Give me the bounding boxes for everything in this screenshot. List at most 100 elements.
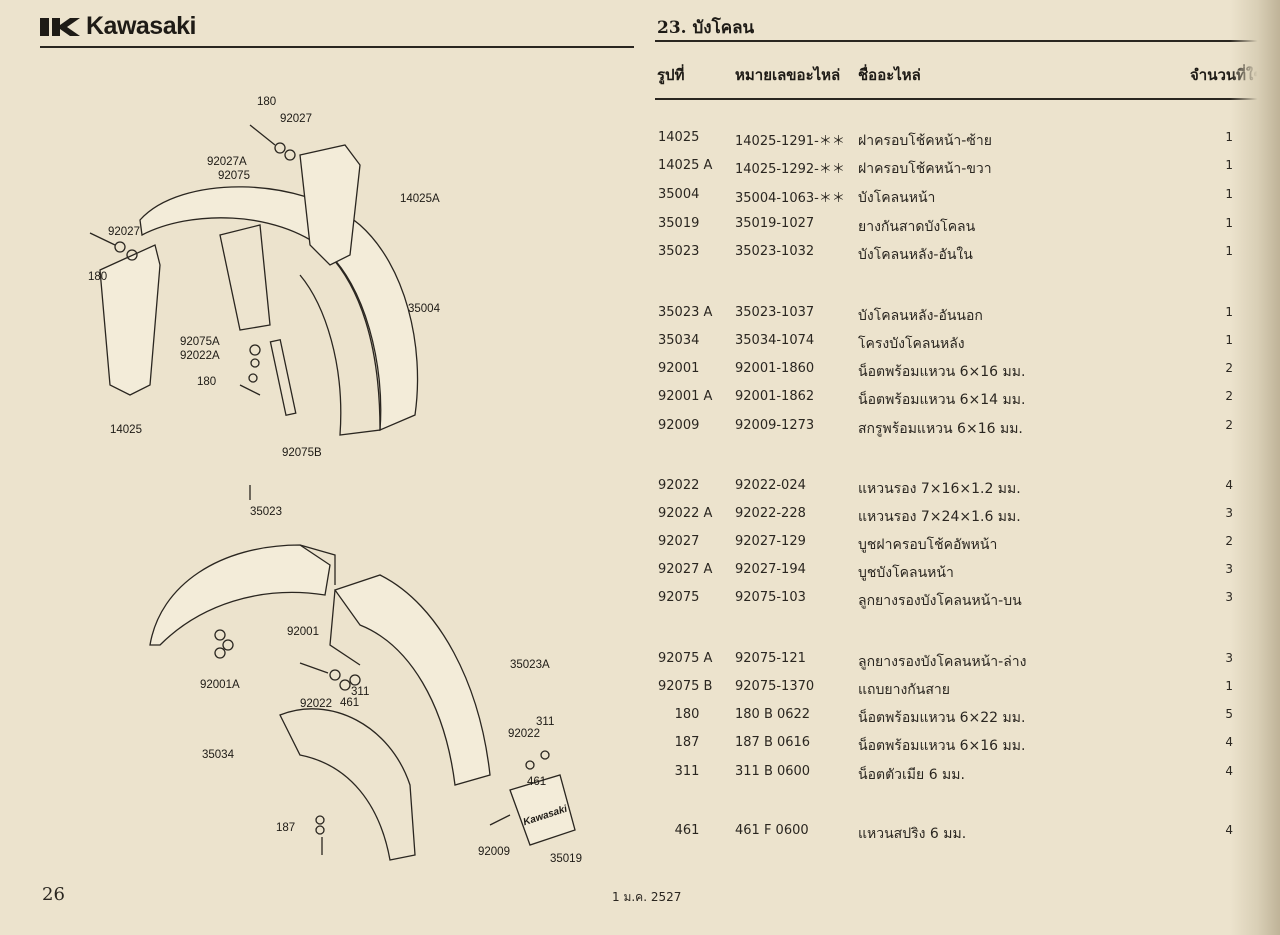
- ref-cell: 180: [674, 707, 700, 722]
- part-number-cell: 92009-1273: [735, 418, 815, 433]
- part-number-cell: 92075-1370: [735, 679, 815, 694]
- ref-cell: 92075: [658, 590, 700, 605]
- ref-cell: 35023 A: [658, 305, 713, 320]
- callout-92075A: 92075A: [180, 336, 220, 348]
- page-edge-shadow: [1230, 0, 1280, 935]
- ref-cell: 92022 A: [658, 506, 713, 521]
- callout-35023A: 35023A: [510, 659, 550, 671]
- quantity-cell: 3: [1225, 506, 1233, 520]
- quantity-cell: 1: [1225, 305, 1233, 319]
- callout-92022A: 92022A: [180, 350, 220, 362]
- callout-92001: 92001: [287, 626, 319, 638]
- ref-cell: 311: [674, 764, 700, 779]
- quantity-cell: 5: [1225, 707, 1233, 721]
- callout-92022-right: 92022: [508, 728, 540, 740]
- table-row: 92009 92009-1273 สกรูพร้อมแหวน 6×16 มม. 2: [655, 418, 1265, 440]
- part-number-cell: 187 B 0616: [735, 735, 811, 750]
- part-name-cell: บังโคลนหน้า: [858, 190, 936, 206]
- part-number-cell: 35023-1032: [735, 244, 815, 259]
- quantity-cell: 2: [1225, 418, 1233, 432]
- quantity-cell: 1: [1225, 187, 1233, 201]
- part-name-cell: น็อตพร้อมแหวน 6×16 มม.: [858, 364, 1026, 380]
- callout-92001A: 92001A: [200, 679, 240, 691]
- print-date: 1 ม.ค. 2527: [612, 890, 682, 904]
- part-number-cell: 92027-129: [735, 534, 806, 549]
- part-name-cell: แถบยางกันสาย: [858, 682, 950, 698]
- ref-cell: 92022: [658, 478, 700, 493]
- ref-cell: 187: [674, 735, 700, 750]
- part-number-cell: 14025-1292-＊＊: [735, 162, 845, 177]
- quantity-cell: 1: [1225, 216, 1233, 230]
- ref-cell: 35023: [658, 244, 700, 259]
- part-name-cell: น็อตพร้อมแหวน 6×22 มม.: [858, 710, 1026, 726]
- ref-cell: 35034: [658, 333, 700, 348]
- part-number-cell: 92027-194: [735, 562, 806, 577]
- part-name-cell: น็อตพร้อมแหวน 6×14 มม.: [858, 392, 1026, 408]
- quantity-cell: 4: [1225, 764, 1233, 778]
- callout-187: 187: [276, 822, 295, 834]
- kawasaki-logo: Kawasaki: [40, 12, 196, 41]
- part-name-cell: สกรูพร้อมแหวน 6×16 มม.: [858, 421, 1023, 437]
- ref-cell: 92075 B: [658, 679, 713, 694]
- part-number-cell: 92022-024: [735, 478, 806, 493]
- table-header-rule: [655, 98, 1265, 100]
- part-number-cell: 35004-1063-＊＊: [735, 191, 845, 206]
- callout-461: 461: [340, 697, 359, 709]
- part-number-cell: 461 F 0600: [735, 823, 809, 838]
- quantity-cell: 1: [1225, 333, 1233, 347]
- callout-180-mid: 180: [197, 376, 216, 388]
- ref-cell: 92075 A: [658, 651, 713, 666]
- ref-cell: 92001: [658, 361, 700, 376]
- part-name-cell: น็อตตัวเมีย 6 มม.: [858, 767, 965, 783]
- quantity-cell: 3: [1225, 562, 1233, 576]
- callout-92027-left: 92027: [108, 226, 140, 238]
- exploded-parts-diagram: 180 92027 92027A 92075 14025A 92027 180 …: [88, 96, 582, 865]
- callout-311-right: 311: [536, 716, 554, 728]
- part-number-cell: 92075-121: [735, 651, 806, 666]
- callout-92027: 92027: [280, 113, 312, 125]
- callout-35034: 35034: [202, 749, 235, 761]
- part-name-cell: โครงบังโคลนหลัง: [858, 336, 965, 352]
- part-name-cell: แหวนรอง 7×24×1.6 มม.: [858, 509, 1021, 525]
- callout-35023: 35023: [250, 506, 282, 518]
- header-rule-right: [655, 40, 1265, 42]
- callout-14025: 14025: [110, 424, 142, 436]
- part-number-cell: 14025-1291-＊＊: [735, 134, 845, 149]
- ref-cell: 14025 A: [658, 158, 713, 173]
- callout-14025A: 14025A: [400, 193, 440, 205]
- part-number-cell: 92022-228: [735, 506, 806, 521]
- ref-cell: 92001 A: [658, 389, 713, 404]
- quantity-cell: 3: [1225, 651, 1233, 665]
- brand-name: Kawasaki: [86, 12, 196, 40]
- quantity-cell: 4: [1225, 735, 1233, 749]
- quantity-cell: 3: [1225, 590, 1233, 604]
- quantity-cell: 1: [1225, 158, 1233, 172]
- quantity-cell: 1: [1225, 130, 1233, 144]
- part-name-cell: น็อตพร้อมแหวน 6×16 มม.: [858, 738, 1026, 754]
- part-name-cell: แหวนรอง 7×16×1.2 มม.: [858, 481, 1021, 497]
- col-header-ref: รูปที่: [657, 66, 685, 84]
- callout-35004: 35004: [408, 303, 441, 315]
- quantity-cell: 2: [1225, 389, 1233, 403]
- ref-cell: 35019: [658, 216, 700, 231]
- ref-cell: 35004: [658, 187, 700, 202]
- quantity-cell: 2: [1225, 361, 1233, 375]
- part-number-cell: 92001-1860: [735, 361, 815, 376]
- callout-35019: 35019: [550, 853, 582, 865]
- ref-cell: 92009: [658, 418, 700, 433]
- part-number-cell: 180 B 0622: [735, 707, 811, 722]
- ref-cell: 461: [674, 823, 700, 838]
- table-row: 92022 A 92022-228 แหวนรอง 7×24×1.6 มม. 3: [655, 506, 1265, 528]
